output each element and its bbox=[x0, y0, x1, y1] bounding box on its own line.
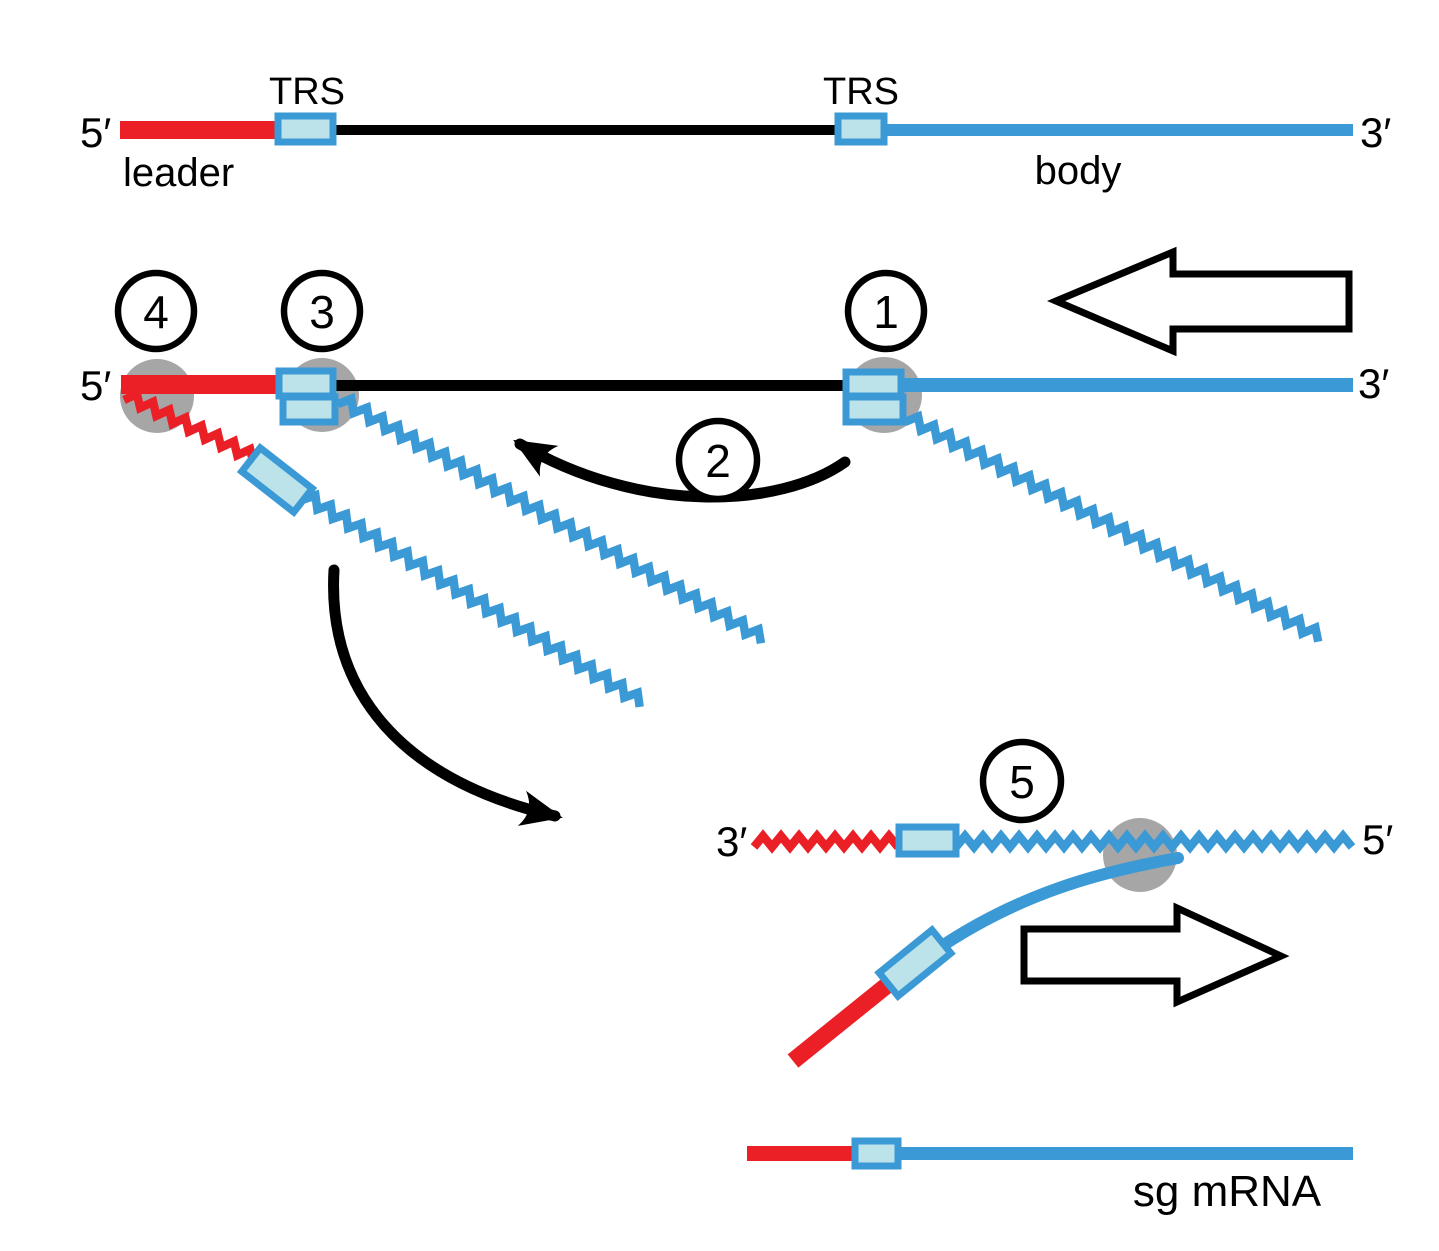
step-5-number: 5 bbox=[1009, 756, 1035, 808]
genome-row: 5′ TRS TRS 3′ leader body bbox=[80, 71, 1391, 195]
nascent-strand4-zigzag-blue bbox=[300, 489, 644, 708]
sgmrna-nascent-curve bbox=[930, 852, 1184, 956]
genome-body-line bbox=[881, 124, 1353, 136]
step-2-number: 2 bbox=[705, 435, 731, 487]
release-to-template-arrow bbox=[328, 564, 563, 826]
step-5-circle bbox=[979, 738, 1065, 824]
leader-label: leader bbox=[123, 151, 234, 195]
sgmrna-nascent-leader-segment bbox=[787, 975, 897, 1068]
body-trs-label: TRS bbox=[823, 71, 899, 113]
step-2-circle bbox=[675, 417, 761, 503]
trs-box-genome-step3 bbox=[275, 367, 337, 400]
trs-box-nascent-step3 bbox=[279, 393, 339, 426]
step-1-circle bbox=[844, 269, 928, 353]
nascent-strand1-zigzag-blue bbox=[903, 410, 1323, 643]
step-4-number: 4 bbox=[143, 286, 169, 338]
trs-box-nascent-step4 bbox=[236, 442, 318, 518]
process-arrows: 2 bbox=[328, 417, 851, 826]
trs-box-genome-step1 bbox=[842, 368, 905, 400]
trs-box-template bbox=[895, 823, 960, 858]
leader-line-row2 bbox=[121, 375, 281, 394]
nascent-strand3-zigzag-blue bbox=[336, 393, 766, 645]
body-label: body bbox=[1035, 149, 1122, 193]
leader-line bbox=[120, 121, 282, 139]
step-3-circle bbox=[280, 269, 364, 353]
row2-5prime-label: 5′ bbox=[80, 362, 111, 409]
product-row: sg mRNA bbox=[747, 1137, 1353, 1216]
body-trs-box bbox=[834, 112, 888, 146]
replication-row: 5′ 3′ 4 3 1 bbox=[80, 246, 1389, 708]
leader-trs-label: TRS bbox=[269, 71, 345, 113]
trs-box-sgmrna bbox=[851, 1137, 902, 1170]
sgmrna-leader-line bbox=[747, 1146, 857, 1161]
row2-3prime-label: 3′ bbox=[1358, 360, 1389, 407]
genome-body-line-row2 bbox=[900, 378, 1353, 392]
template-leader-zigzag-red bbox=[750, 829, 902, 854]
genome-black-line-row2 bbox=[331, 380, 848, 391]
genome-black-line bbox=[330, 125, 842, 135]
template-row: 3′ 5′ 5 bbox=[716, 738, 1393, 1068]
sgmrna-body-line bbox=[897, 1147, 1353, 1160]
template-3prime-label: 3′ bbox=[716, 818, 747, 865]
template-5prime-label: 5′ bbox=[1362, 816, 1393, 863]
trs-box-sgmrna-nascent bbox=[874, 925, 956, 1001]
template-body-zigzag-blue bbox=[952, 829, 1356, 854]
rightward-synthesis-arrow bbox=[1020, 902, 1290, 1008]
genome-3prime-label: 3′ bbox=[1360, 109, 1391, 156]
nascent-leader-zigzag-red bbox=[122, 388, 258, 465]
genome-5prime-label: 5′ bbox=[80, 109, 111, 156]
step-3-number: 3 bbox=[309, 286, 335, 338]
leftward-synthesis-arrow bbox=[1047, 246, 1353, 357]
sgmrna-label: sg mRNA bbox=[1133, 1167, 1322, 1216]
step-1-number: 1 bbox=[873, 286, 899, 338]
step-4-circle bbox=[114, 269, 198, 353]
trs-box-nascent-step1 bbox=[842, 393, 907, 426]
leader-trs-box bbox=[274, 112, 337, 146]
